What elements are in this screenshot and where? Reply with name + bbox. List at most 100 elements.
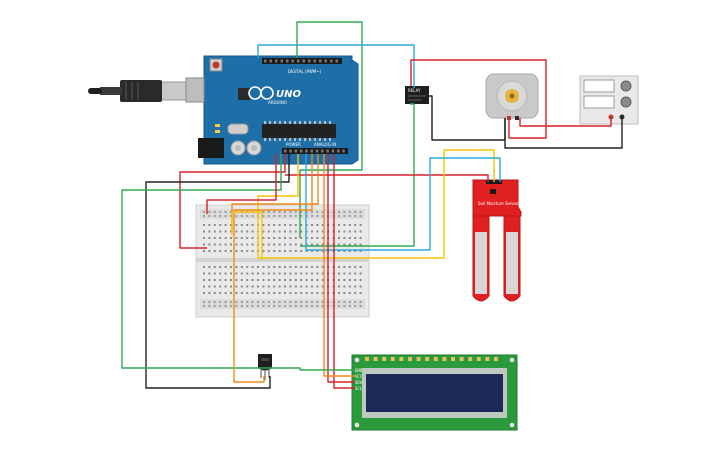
hole bbox=[257, 305, 259, 307]
hole bbox=[300, 279, 303, 281]
hole bbox=[451, 357, 455, 361]
hole bbox=[359, 243, 362, 246]
wire-green-top bbox=[296, 21, 363, 238]
hole bbox=[240, 292, 243, 294]
hole bbox=[359, 230, 362, 233]
hole bbox=[278, 292, 281, 294]
hole bbox=[213, 211, 216, 213]
hole bbox=[294, 211, 297, 213]
hole bbox=[294, 279, 297, 281]
hole bbox=[399, 357, 404, 361]
usb-port bbox=[185, 77, 205, 103]
analog-label: ANALOG IN bbox=[314, 142, 336, 147]
digital-label: DIGITAL (PWM~) bbox=[288, 69, 322, 74]
hole bbox=[246, 230, 249, 233]
hole bbox=[289, 285, 292, 288]
hole bbox=[311, 224, 313, 226]
hole bbox=[289, 138, 291, 141]
hole bbox=[313, 59, 316, 63]
hole bbox=[354, 237, 357, 239]
wire-blue-relay bbox=[257, 44, 415, 88]
hole bbox=[311, 250, 313, 252]
power-label: POWER bbox=[286, 142, 301, 147]
hole bbox=[354, 243, 357, 246]
hole bbox=[262, 301, 265, 303]
hole bbox=[289, 224, 292, 226]
hole bbox=[321, 292, 324, 294]
hole bbox=[208, 230, 211, 233]
hole bbox=[235, 250, 238, 252]
hole bbox=[208, 250, 211, 252]
hole bbox=[284, 243, 286, 246]
hole bbox=[203, 250, 205, 252]
hole bbox=[321, 285, 324, 288]
hole bbox=[269, 138, 271, 141]
hole bbox=[224, 279, 227, 281]
hole bbox=[314, 138, 316, 141]
hole bbox=[284, 250, 286, 252]
hole bbox=[235, 266, 238, 268]
hole bbox=[311, 279, 313, 281]
hole bbox=[291, 59, 294, 63]
hole bbox=[348, 211, 351, 213]
hole bbox=[343, 211, 346, 213]
relay-module: RELAY bbox=[405, 86, 429, 104]
hole bbox=[235, 292, 238, 294]
hole bbox=[208, 224, 211, 226]
hole bbox=[365, 357, 369, 361]
hole bbox=[297, 59, 300, 63]
hole bbox=[273, 301, 276, 303]
hole bbox=[230, 272, 232, 275]
hole bbox=[310, 149, 313, 153]
hole bbox=[408, 357, 412, 361]
hole bbox=[278, 230, 281, 233]
hole bbox=[262, 211, 265, 213]
wire-lightblue-sensor bbox=[305, 154, 501, 251]
hole bbox=[267, 250, 270, 252]
hole bbox=[240, 272, 243, 275]
hole bbox=[305, 301, 308, 303]
hole bbox=[416, 357, 421, 361]
hole bbox=[321, 230, 324, 233]
hole bbox=[251, 237, 254, 239]
hole bbox=[300, 305, 303, 307]
hole bbox=[203, 301, 205, 303]
hole bbox=[315, 149, 319, 153]
digital-header[interactable] bbox=[262, 58, 342, 64]
hole bbox=[246, 285, 249, 288]
lcd-pin-gnd: GND bbox=[355, 368, 363, 373]
hole bbox=[235, 279, 238, 281]
hole bbox=[251, 272, 254, 275]
hole bbox=[359, 224, 362, 226]
hole bbox=[240, 285, 243, 288]
hole bbox=[321, 149, 324, 153]
hole bbox=[284, 237, 286, 239]
hole bbox=[300, 224, 303, 226]
hole bbox=[251, 301, 254, 303]
hole bbox=[262, 215, 265, 217]
hole bbox=[279, 121, 281, 124]
hole bbox=[289, 279, 292, 281]
hole bbox=[311, 292, 313, 294]
hole bbox=[262, 250, 265, 252]
hole bbox=[230, 230, 232, 233]
hole bbox=[343, 305, 346, 307]
hole bbox=[494, 357, 498, 361]
hole bbox=[224, 285, 227, 288]
hole bbox=[213, 250, 216, 252]
hole bbox=[273, 266, 276, 268]
hole bbox=[269, 59, 272, 63]
hole bbox=[230, 292, 232, 294]
hole bbox=[294, 121, 296, 124]
hole bbox=[354, 266, 357, 268]
hole bbox=[240, 266, 243, 268]
hole bbox=[304, 138, 306, 141]
hole bbox=[219, 243, 222, 246]
hole bbox=[213, 279, 216, 281]
hole bbox=[273, 243, 276, 246]
power-analog-header[interactable] bbox=[282, 148, 348, 154]
hole bbox=[230, 211, 232, 213]
hole bbox=[213, 237, 216, 239]
hole bbox=[284, 138, 286, 141]
hole bbox=[257, 266, 259, 268]
